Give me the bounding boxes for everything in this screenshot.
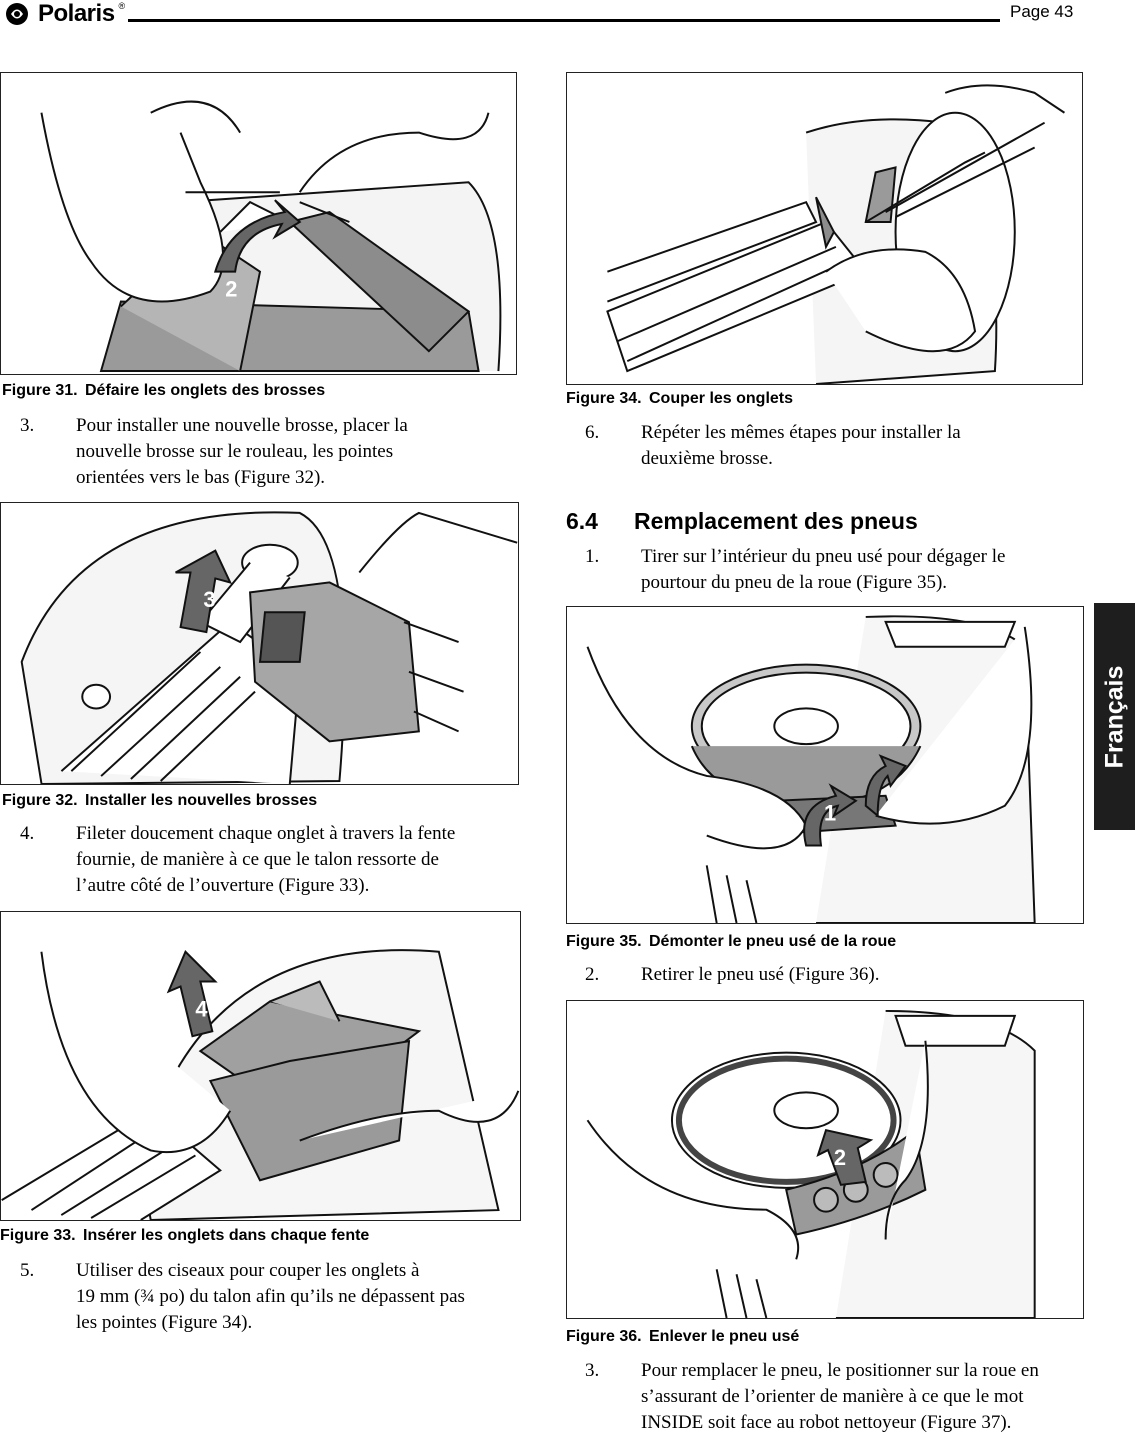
step-number: 4. bbox=[20, 823, 35, 844]
step-text: Pour remplacer le pneu, le positionner s… bbox=[641, 1358, 1039, 1436]
figure-35-illustration: 1 bbox=[566, 606, 1084, 924]
brand-name: Polaris bbox=[38, 0, 115, 27]
figure-31-number: Figure 31. bbox=[2, 382, 78, 399]
step-line: Pour installer une nouvelle brosse, plac… bbox=[76, 415, 408, 436]
step-item: 3. Pour remplacer le pneu, le positionne… bbox=[585, 1358, 1085, 1436]
figure-35-number: Figure 35. bbox=[566, 933, 642, 950]
step-number: 6. bbox=[585, 422, 600, 443]
step-line: Retirer le pneu usé (Figure 36). bbox=[641, 964, 880, 985]
figure-32-caption: Figure 32. Installer les nouvelles brosse… bbox=[2, 792, 317, 810]
step-item: 4. Fileter doucement chaque onglet à tra… bbox=[20, 821, 515, 899]
step-number: 3. bbox=[20, 415, 35, 436]
step-line: Pour remplacer le pneu, le positionner s… bbox=[641, 1360, 1039, 1381]
figure-31-badge: 2 bbox=[225, 277, 237, 302]
figure-31-title: Défaire les onglets des brosses bbox=[85, 382, 326, 399]
section-heading: 6.4 Remplacement des pneus bbox=[566, 508, 918, 535]
step-number: 1. bbox=[585, 546, 600, 567]
figure-33-caption: Figure 33. Insérer les onglets dans chaqu… bbox=[0, 1227, 369, 1245]
figure-35-title: Démonter le pneu usé de la roue bbox=[649, 933, 897, 950]
step-number: 2. bbox=[585, 964, 600, 985]
step-number: 3. bbox=[585, 1360, 600, 1381]
step-text: Utiliser des ciseaux pour couper les ong… bbox=[76, 1258, 465, 1336]
step-line: Répéter les mêmes étapes pour installer … bbox=[641, 422, 961, 443]
step-arrow-icon bbox=[213, 199, 302, 273]
figure-35-badge: 1 bbox=[824, 801, 836, 826]
figure-36-badge: 2 bbox=[834, 1145, 846, 1170]
figure-33-illustration: 4 bbox=[0, 911, 521, 1221]
language-tab: Français bbox=[1094, 603, 1135, 830]
step-arrow-icon bbox=[175, 549, 233, 634]
step-line: nouvelle brosse sur le rouleau, les poin… bbox=[76, 441, 394, 462]
step-line: deuxième brosse. bbox=[641, 448, 773, 469]
figure-36-illustration: 2 bbox=[566, 1000, 1084, 1319]
figure-33-title: Insérer les onglets dans chaque fente bbox=[83, 1227, 370, 1244]
step-line: Tirer sur l’intérieur du pneu usé pour d… bbox=[641, 546, 1006, 567]
figure-36-caption: Figure 36. Enlever le pneu usé bbox=[566, 1328, 799, 1346]
figure-36-title: Enlever le pneu usé bbox=[649, 1328, 800, 1345]
figure-36-number: Figure 36. bbox=[566, 1328, 642, 1345]
figure-34-number: Figure 34. bbox=[566, 390, 642, 407]
figure-32-illustration: 3 bbox=[0, 502, 519, 785]
step-item: 6. Répéter les mêmes étapes pour install… bbox=[585, 420, 1080, 472]
step-text: Pour installer une nouvelle brosse, plac… bbox=[76, 413, 408, 491]
figure-31-caption: Figure 31. Défaire les onglets des brosse… bbox=[2, 382, 325, 400]
step-item: 5. Utiliser des ciseaux pour couper les … bbox=[20, 1258, 515, 1336]
step-line: fournie, de manière à ce que le talon re… bbox=[76, 849, 439, 870]
section-number: 6.4 bbox=[566, 508, 598, 534]
step-item: 1. Tirer sur l’intérieur du pneu usé pou… bbox=[585, 544, 1080, 596]
step-text: Retirer le pneu usé (Figure 36). bbox=[641, 962, 879, 988]
step-line: 19 mm (¾ po) du talon afin qu’ils ne dép… bbox=[76, 1286, 465, 1307]
polaris-logo: Polaris ® bbox=[4, 0, 125, 28]
page-number: Page 43 bbox=[1010, 2, 1074, 21]
step-line: les pointes (Figure 34). bbox=[76, 1312, 253, 1333]
figure-33-number: Figure 33. bbox=[0, 1227, 76, 1244]
registered-mark: ® bbox=[118, 1, 126, 11]
step-arrow-icon bbox=[816, 1129, 874, 1186]
figure-31-illustration: 2 bbox=[0, 72, 517, 375]
figure-34-title: Couper les onglets bbox=[649, 390, 794, 407]
section-title: Remplacement des pneus bbox=[634, 508, 918, 534]
step-line: orientées vers le bas (Figure 32). bbox=[76, 467, 326, 488]
step-line: s’assurant de l’orienter de manière à ce… bbox=[641, 1386, 1024, 1407]
step-line: l’autre côté de l’ouverture (Figure 33). bbox=[76, 875, 370, 896]
step-text: Fileter doucement chaque onglet à traver… bbox=[76, 821, 455, 899]
step-item: 3. Pour installer une nouvelle brosse, p… bbox=[20, 413, 510, 491]
figure-33-badge: 4 bbox=[195, 996, 208, 1021]
language-tab-label: Français bbox=[1100, 665, 1128, 768]
figure-32-number: Figure 32. bbox=[2, 792, 78, 809]
polaris-mark-icon bbox=[6, 3, 28, 25]
step-arrow-icon bbox=[166, 949, 218, 1038]
step-item: 2. Retirer le pneu usé (Figure 36). bbox=[585, 962, 1080, 988]
step-line: Fileter doucement chaque onglet à traver… bbox=[76, 823, 456, 844]
header-rule bbox=[128, 19, 1000, 22]
figure-32-title: Installer les nouvelles brosses bbox=[85, 792, 318, 809]
step-number: 5. bbox=[20, 1260, 35, 1281]
figure-35-caption: Figure 35. Démonter le pneu usé de la rou… bbox=[566, 933, 896, 951]
figure-32-badge: 3 bbox=[203, 587, 215, 612]
step-line: Utiliser des ciseaux pour couper les ong… bbox=[76, 1260, 420, 1281]
step-text: Tirer sur l’intérieur du pneu usé pour d… bbox=[641, 544, 1005, 596]
step-text: Répéter les mêmes étapes pour installer … bbox=[641, 420, 961, 472]
step-line: pourtour du pneu de la roue (Figure 35). bbox=[641, 572, 948, 593]
figure-34-illustration bbox=[566, 72, 1083, 385]
rotate-arrow-icon bbox=[803, 754, 908, 847]
step-line: INSIDE soit face au robot nettoyeur (Fig… bbox=[641, 1412, 1012, 1433]
figure-34-caption: Figure 34. Couper les onglets bbox=[566, 390, 793, 408]
